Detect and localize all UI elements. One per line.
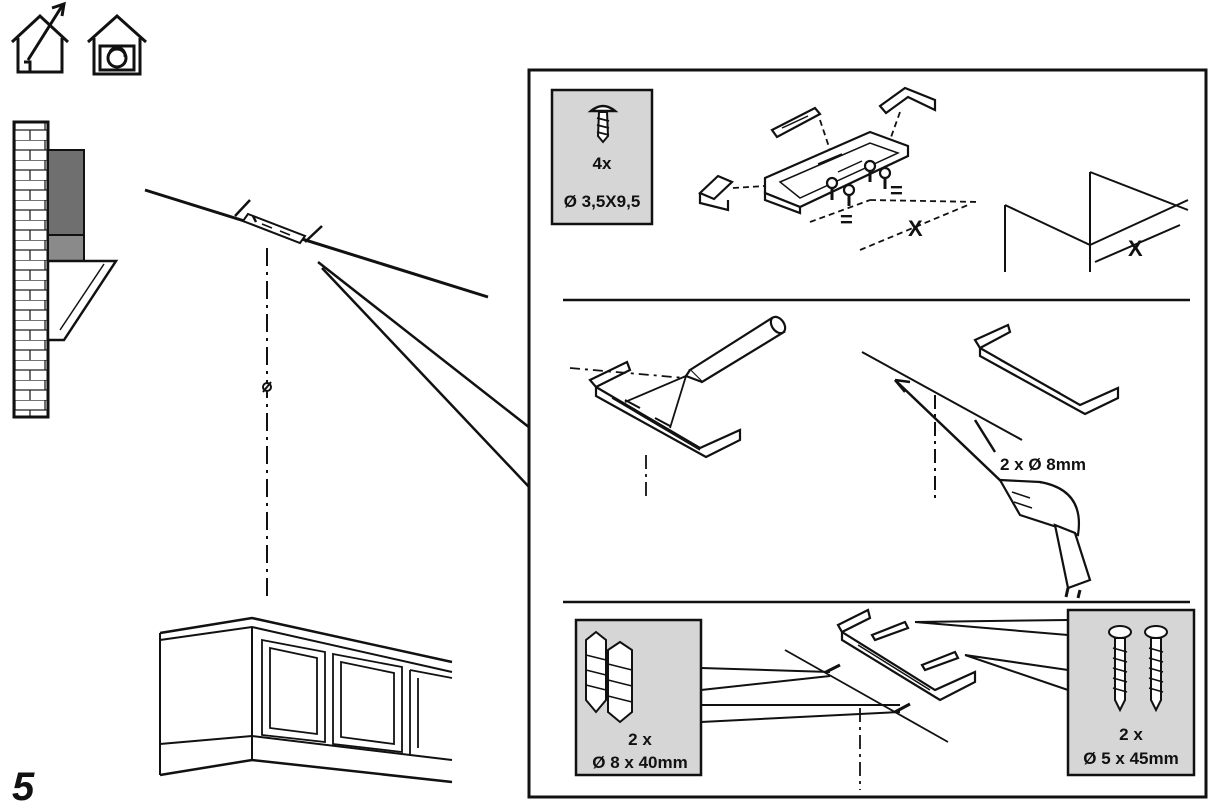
screws-quantity: 4x — [593, 154, 612, 173]
drilling-guide — [861, 351, 1023, 500]
pencil-icon — [684, 315, 787, 384]
wall-plug-icon — [585, 630, 633, 724]
wall-bracket-right — [973, 323, 1120, 416]
bracket-marking — [588, 360, 742, 459]
plugs-pointers — [700, 667, 901, 723]
screw-icon — [587, 104, 619, 144]
drill-size-label: 2 x Ø 8mm — [1000, 455, 1086, 474]
long-screws-callout: 2 x Ø 5 x 45mm — [1066, 608, 1196, 777]
exhaust-mode-icon — [10, 1, 70, 74]
equal-mark-2: = — [890, 178, 903, 203]
long-screws-quantity: 2 x — [1119, 725, 1143, 744]
plugs-size: Ø 8 x 40mm — [592, 753, 687, 772]
panel-dividers — [563, 298, 1190, 604]
plugs-callout: 2 x Ø 8 x 40mm — [574, 618, 703, 777]
recirculation-mode-icon — [86, 13, 148, 76]
left-overview — [12, 120, 531, 784]
long-screws-size: Ø 5 x 45mm — [1083, 749, 1178, 768]
dimension-x-wall: X — [1128, 236, 1143, 261]
wall-corner-dimension — [1004, 171, 1189, 272]
step-number: 5 — [12, 765, 35, 801]
bracket-assembly-exploded — [698, 86, 937, 215]
equal-mark-1: = — [840, 207, 853, 232]
screws-pointers — [914, 619, 1069, 691]
drill-icon — [998, 478, 1092, 599]
assembly-arrows — [732, 111, 981, 251]
screws-size: Ø 3,5X9,5 — [564, 192, 641, 211]
dimension-x-bracket: X — [908, 216, 923, 241]
bracket-mounting — [825, 608, 977, 714]
long-screw-icon — [1108, 625, 1168, 713]
plugs-quantity: 2 x — [628, 730, 652, 749]
screws-callout: 4x Ø 3,5X9,5 — [550, 88, 654, 226]
